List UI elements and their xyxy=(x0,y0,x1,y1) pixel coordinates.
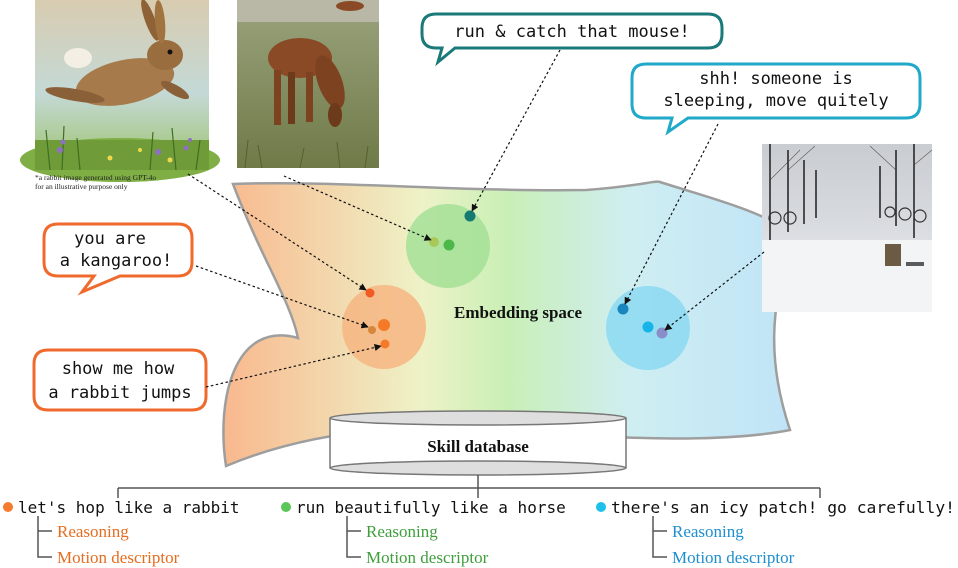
skill-instruction-icy: there's an icy patch! go carefully! xyxy=(611,498,955,517)
skill-entry-icy: there's an icy patch! go carefully! Reas… xyxy=(596,498,955,567)
point-rabbit-skill xyxy=(378,319,390,331)
arrow-kangaroo xyxy=(195,265,369,329)
snow-image xyxy=(762,144,933,312)
point-rabbit-text-a xyxy=(368,326,376,334)
point-horse-text xyxy=(464,210,476,222)
skill-motion-horse: Motion descriptor xyxy=(366,548,489,567)
skill-motion-icy: Motion descriptor xyxy=(672,548,795,567)
skill-bullet-horse xyxy=(281,502,291,512)
arrow-horse-image xyxy=(283,175,432,241)
skill-bullet-rabbit xyxy=(3,502,13,512)
image-note-line1: *a rabbit image generated using GPT-4o xyxy=(35,173,156,182)
bubble-rabbit-jump-line1: show me how xyxy=(62,359,175,379)
bubble-sleeping-line1: shh! someone is xyxy=(699,69,853,89)
skills-tree xyxy=(117,475,821,498)
skill-database-label: Skill database xyxy=(427,437,529,456)
skill-bullet-icy xyxy=(596,502,606,512)
skill-instruction-rabbit: let's hop like a rabbit xyxy=(18,498,240,517)
skill-entry-rabbit: let's hop like a rabbit Reasoning Motion… xyxy=(3,498,240,567)
arrow-rabbit-image xyxy=(187,173,367,291)
rabbit-image xyxy=(20,0,220,182)
skill-reasoning-icy: Reasoning xyxy=(672,522,744,541)
bubble-rabbit-jump-line2: a rabbit jumps xyxy=(48,383,191,403)
image-note-line2: for an illustrative purpose only xyxy=(35,182,128,191)
bubble-sleeping: shh! someone is sleeping, move quitely xyxy=(630,62,922,136)
arrow-mouse xyxy=(471,49,561,212)
point-icy-skill xyxy=(642,321,654,333)
skill-reasoning-horse: Reasoning xyxy=(366,522,438,541)
skill-database: Skill database xyxy=(329,410,627,476)
point-horse-image xyxy=(429,237,439,247)
horse-image xyxy=(237,0,379,169)
skill-instruction-horse: run beautifully like a horse xyxy=(296,498,566,517)
point-rabbit-image xyxy=(365,288,375,298)
bubble-kangaroo-line2: a kangaroo! xyxy=(60,251,173,271)
bubble-kangaroo: you are a kangaroo! xyxy=(42,222,194,296)
point-icy-image xyxy=(656,327,668,339)
arrow-snow-image xyxy=(664,251,765,331)
skill-entry-horse: run beautifully like a horse Reasoning M… xyxy=(281,498,566,567)
embedding-space-label: Embedding space xyxy=(454,303,582,322)
skill-motion-rabbit: Motion descriptor xyxy=(57,548,180,567)
point-icy-text xyxy=(617,303,629,315)
bubble-mouse-line1: run & catch that mouse! xyxy=(454,22,689,42)
bubble-kangaroo-line1: you are xyxy=(74,229,146,249)
point-horse-skill xyxy=(443,239,455,251)
bubble-mouse: run & catch that mouse! xyxy=(420,12,724,67)
bubble-sleeping-line2: sleeping, move quitely xyxy=(663,91,888,111)
skill-reasoning-rabbit: Reasoning xyxy=(57,522,129,541)
point-rabbit-text-b xyxy=(380,339,390,349)
arrow-sleeping xyxy=(624,123,719,305)
bubble-rabbit-jump: show me how a rabbit jumps xyxy=(32,348,208,412)
